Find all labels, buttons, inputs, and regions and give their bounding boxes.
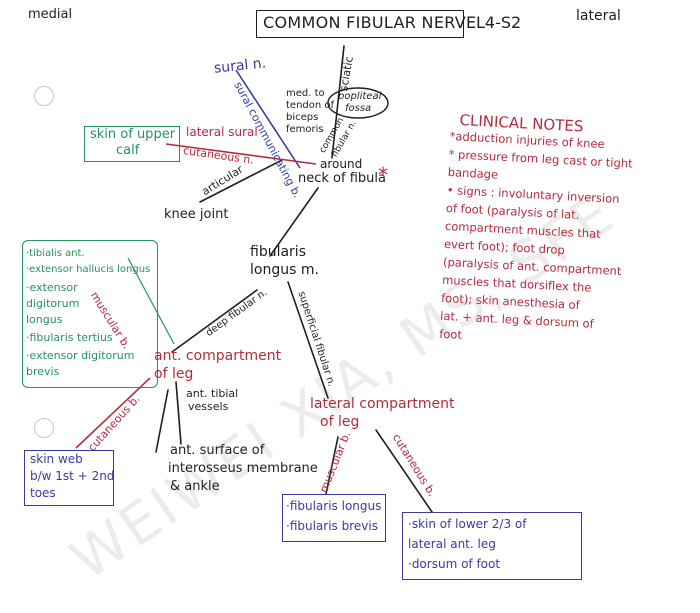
ant-surface-line2: interosseus membrane bbox=[168, 461, 318, 476]
skin-lower-line2: lateral ant. leg bbox=[408, 537, 496, 551]
skin-calf-line1: skin of upper bbox=[90, 127, 176, 142]
med-to-line4: femoris bbox=[286, 124, 324, 135]
spinal-roots: L4-S2 bbox=[476, 13, 522, 32]
skin-web-box bbox=[24, 450, 114, 506]
line-deep bbox=[171, 289, 258, 353]
asterisk-mark: * bbox=[378, 163, 388, 187]
line-green-leader bbox=[127, 257, 175, 345]
clinical-line-12: foot bbox=[438, 326, 463, 342]
ant-compartment-line2: of leg bbox=[154, 366, 194, 382]
skin-lower-box bbox=[402, 512, 582, 580]
ant-muscle-8: brevis bbox=[26, 365, 60, 378]
line-lat-muscular bbox=[325, 436, 339, 495]
ant-tibial-line1: ant. tibial bbox=[186, 387, 239, 400]
skin-calf-box bbox=[84, 126, 180, 162]
skin-calf-line2: calf bbox=[116, 143, 140, 158]
med-to-line2: tendon of bbox=[286, 100, 335, 111]
ant-surface-line3: & ankle bbox=[170, 479, 220, 494]
line-to-fibularis bbox=[269, 187, 319, 257]
medial-label: medial bbox=[28, 7, 73, 22]
lateral-sural-line1: lateral sural bbox=[186, 125, 258, 139]
knee-joint-label: knee joint bbox=[164, 207, 229, 222]
lateral-compartment-line2: of leg bbox=[320, 414, 360, 430]
lat-muscles-box bbox=[282, 494, 386, 542]
neck-of-fibula-line2: neck of fibula bbox=[298, 171, 386, 186]
line-lat-cutaneous bbox=[375, 429, 433, 513]
ant-muscle-4: digitorum bbox=[26, 297, 80, 310]
fibularis-longus-line1: fibularis bbox=[250, 244, 306, 260]
skin-lower-line3: ·dorsum of foot bbox=[408, 557, 501, 571]
ant-muscle-3: ·extensor bbox=[26, 281, 78, 294]
ant-surface-line1: ant. surface of bbox=[170, 443, 265, 458]
med-to-line3: biceps bbox=[286, 112, 319, 123]
lateral-compartment-line1: lateral compartment bbox=[310, 396, 455, 412]
ant-muscle-2: ·extensor hallucis longus bbox=[26, 264, 151, 275]
ant-compartment-line1: ant. compartment bbox=[154, 348, 282, 364]
line-ant-vessels bbox=[175, 381, 182, 445]
ant-tibial-line2: vessels bbox=[188, 400, 229, 413]
lat-muscle-2: ·fibularis brevis bbox=[286, 519, 378, 533]
around-line1: around bbox=[320, 157, 363, 171]
binder-hole-top bbox=[34, 86, 54, 106]
skin-web-line1: skin web bbox=[30, 452, 83, 466]
lateral-label: lateral bbox=[576, 8, 621, 24]
line-ant-surface bbox=[155, 389, 169, 453]
ant-muscle-1: ·tibialis ant. bbox=[26, 248, 85, 259]
line-sural bbox=[235, 69, 301, 169]
skin-web-line3: toes bbox=[30, 486, 56, 500]
clinical-line-3: bandage bbox=[447, 164, 499, 182]
title-box bbox=[256, 10, 464, 38]
popliteal-line1: popliteal bbox=[338, 91, 382, 102]
lat-muscle-1: ·fibularis longus bbox=[286, 499, 382, 513]
skin-lower-line1: ·skin of lower 2/3 of bbox=[408, 517, 527, 531]
line-articular bbox=[199, 159, 283, 203]
med-to-line1: med. to bbox=[286, 88, 325, 99]
binder-hole-bottom bbox=[34, 418, 54, 438]
popliteal-line2: fossa bbox=[345, 103, 372, 114]
ant-muscles-box bbox=[22, 240, 158, 388]
line-superficial bbox=[287, 281, 329, 399]
ant-muscle-6: ·fibularis tertius bbox=[26, 331, 113, 344]
skin-web-line2: b/w 1st + 2nd bbox=[30, 469, 115, 483]
line-lateral-sural bbox=[165, 143, 317, 165]
ant-muscle-5: longus bbox=[26, 313, 63, 326]
fibularis-longus-line2: longus m. bbox=[250, 262, 319, 278]
title: COMMON FIBULAR NERVE bbox=[263, 13, 477, 32]
line-cutaneous bbox=[75, 377, 151, 449]
popliteal-fossa-oval bbox=[327, 87, 389, 119]
line-sciatic bbox=[331, 45, 345, 159]
ant-muscle-7: ·extensor digitorum bbox=[26, 349, 135, 362]
